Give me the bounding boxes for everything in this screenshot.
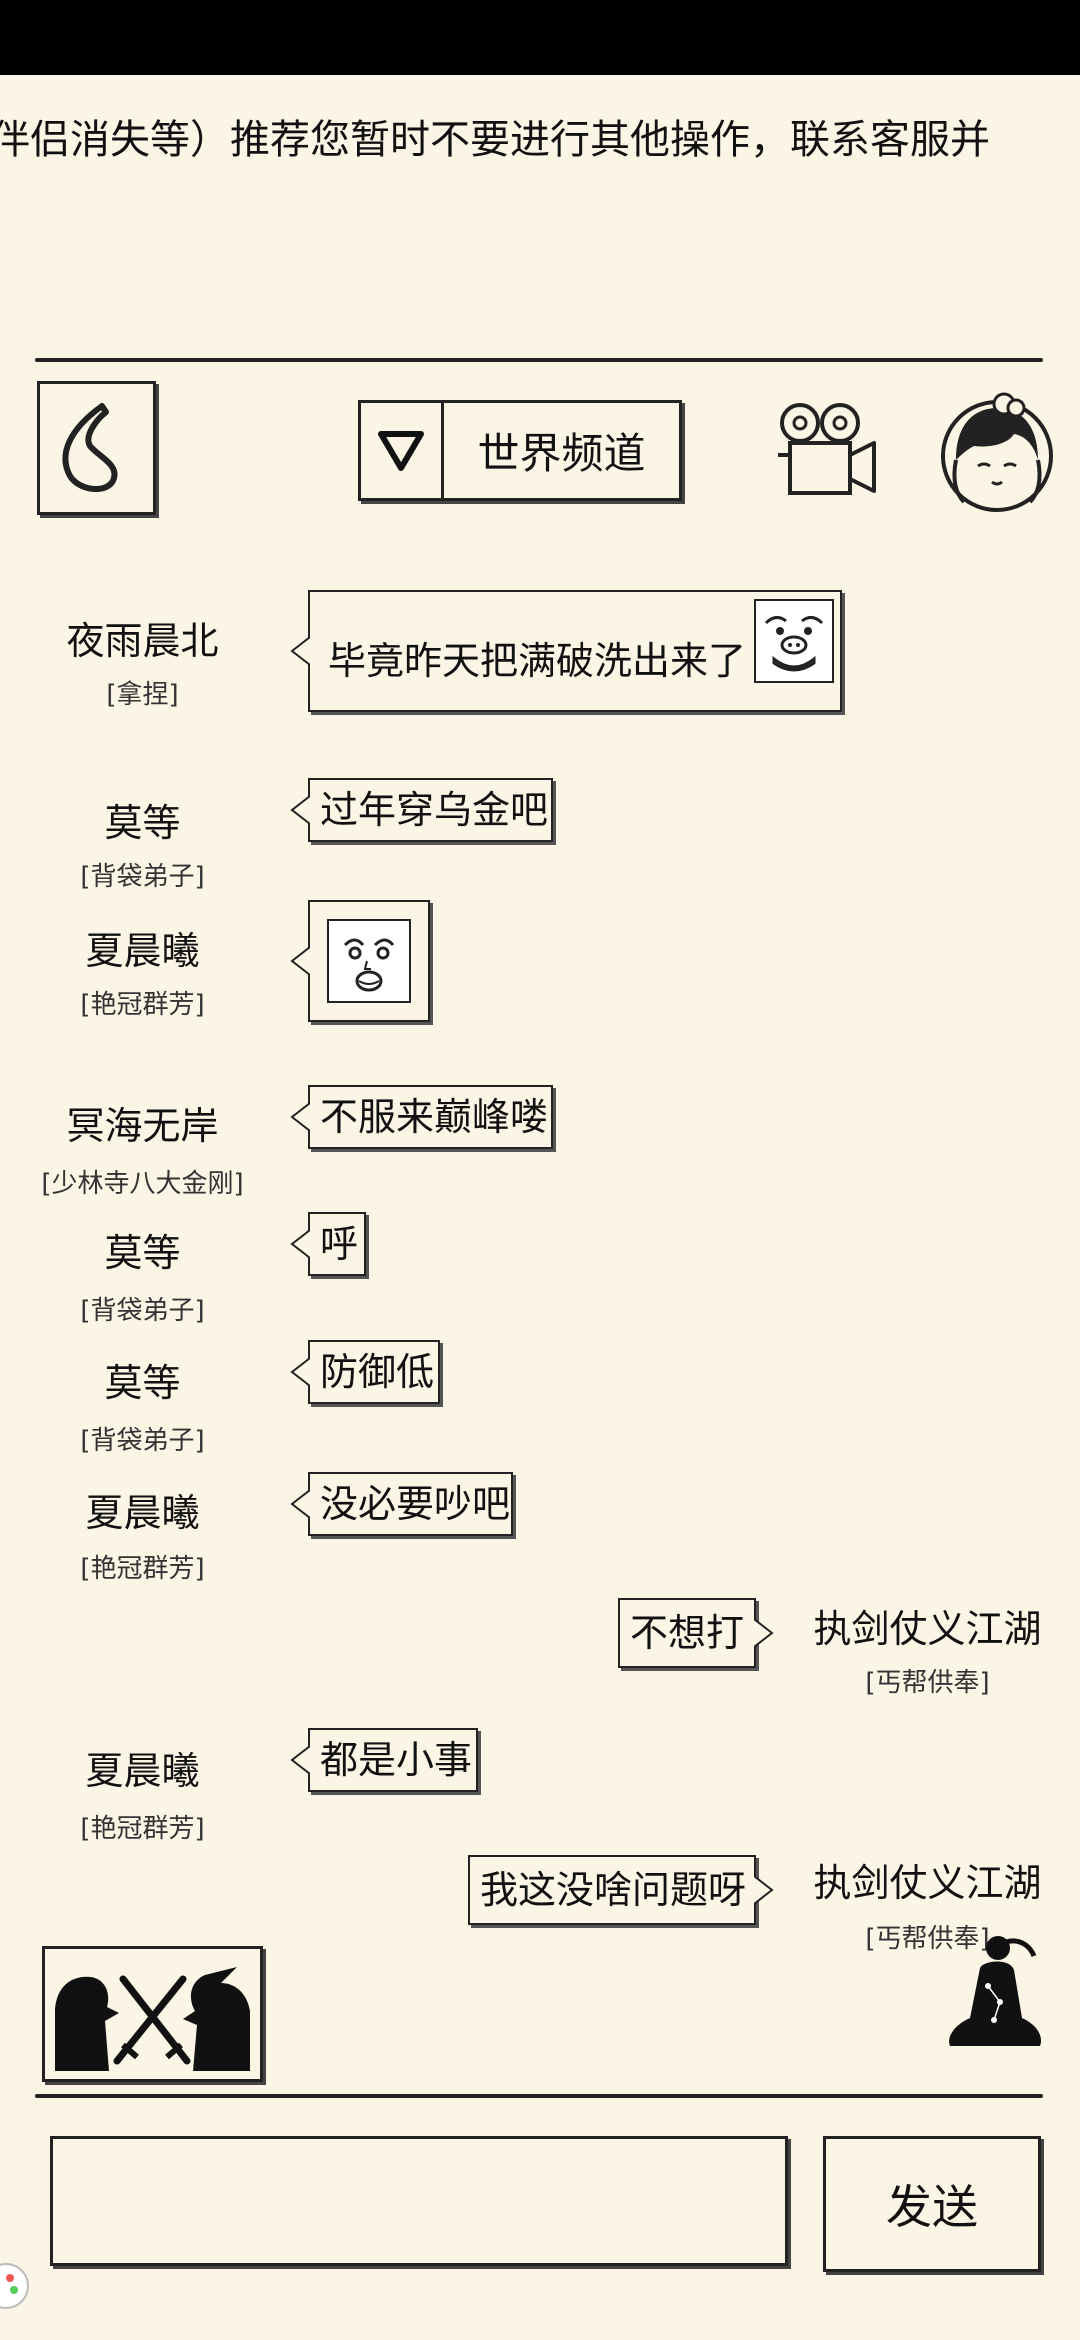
sender-name[interactable]: 夜雨晨北 [66,619,219,663]
chat-bubble[interactable]: 我这没啥问题呀 [468,1855,774,1925]
user-avatar[interactable] [938,390,1056,518]
status-bar [0,0,1080,75]
sender-name[interactable]: 执剑仗义江湖 [813,1607,1042,1651]
laughing-face-emoji-icon [327,919,411,1003]
sender-title: [背袋弟子] [80,862,205,892]
pig-face-emoji-icon [754,599,835,683]
chat-bubble[interactable]: 毕竟昨天把满破洗出来了 [290,590,842,712]
bubble-tail [290,1229,310,1259]
message-text: 毕竟昨天把满破洗出来了 [328,639,747,683]
chat-bubble[interactable]: 呼 [290,1212,366,1276]
battle-button[interactable] [42,1946,263,2082]
notice-ticker: 伴侣消失等）推荐您暂时不要进行其他操作，联系客服并 [0,100,1080,180]
message-text: 没必要吵吧 [320,1482,511,1526]
sender-title: [丐帮供奉] [865,1668,990,1698]
sender-name[interactable]: 夏晨曦 [85,1491,200,1535]
chat-bubble[interactable]: 过年穿乌金吧 [290,778,553,842]
sender-name[interactable]: 莫等 [104,1361,181,1405]
sender-name[interactable]: 冥海无岸 [66,1104,219,1148]
crossed-swords-duel-icon [55,1967,250,2071]
header-divider [35,358,1043,362]
bubble-tail [290,1745,310,1775]
chat-bubble[interactable] [290,900,430,1022]
bubble-tail [290,1489,310,1519]
sender-title: [背袋弟子] [80,1296,205,1326]
meditate-button[interactable] [940,1928,1050,2056]
message-text: 都是小事 [320,1738,473,1782]
sender-title: [少林寺八大金刚] [41,1169,244,1199]
bubble-tail [290,1357,310,1387]
sender-name[interactable]: 莫等 [104,1231,181,1275]
back-arrow-icon [62,403,118,493]
girl-avatar-icon [941,392,1053,512]
bubble-tail [754,1618,774,1648]
sender-title: [丐帮供奉] [865,1924,990,1954]
sender-name[interactable]: 执剑仗义江湖 [813,1861,1042,1905]
message-text: 不想打 [630,1611,745,1655]
chat-bubble[interactable]: 防御低 [290,1340,440,1404]
sender-name[interactable]: 莫等 [104,801,181,845]
message-text: 防御低 [320,1350,435,1394]
bubble-tail [754,1875,774,1905]
meditating-monk-icon [949,1936,1042,2046]
bubble-tail [290,1102,310,1132]
floating-assistant-icon[interactable] [0,2260,32,2312]
channel-selector[interactable]: 世界频道 [358,400,682,501]
footer-divider [35,2094,1043,2098]
sender-name[interactable]: 夏晨曦 [85,1749,200,1793]
back-button[interactable] [37,381,156,515]
chat-bubble[interactable]: 都是小事 [290,1728,478,1792]
bubble-tail [290,636,310,666]
chat-input[interactable] [50,2136,788,2266]
chat-bubble[interactable]: 不服来巅峰喽 [290,1085,553,1149]
bubble-tail [290,946,310,976]
channel-label: 世界频道 [477,429,646,478]
message-text: 不服来巅峰喽 [320,1095,549,1139]
dropdown-toggle[interactable] [361,403,444,498]
sender-title: [拿捏] [106,680,179,710]
movie-camera-icon [778,403,876,495]
video-button[interactable] [770,395,882,507]
bubble-tail [290,795,310,825]
sender-title: [艳冠群芳] [80,990,205,1020]
chat-bubble[interactable]: 不想打 [618,1598,774,1668]
message-text: 我这没啥问题呀 [480,1868,747,1912]
sender-title: [艳冠群芳] [80,1554,205,1584]
triangle-down-icon [378,430,424,471]
message-text: 呼 [320,1222,359,1266]
message-text: 过年穿乌金吧 [320,788,549,832]
notice-text: 伴侣消失等）推荐您暂时不要进行其他操作，联系客服并 [0,117,990,163]
sender-title: [艳冠群芳] [80,1814,205,1844]
sender-title: [背袋弟子] [80,1426,205,1456]
sender-name[interactable]: 夏晨曦 [85,929,200,973]
chat-bubble[interactable]: 没必要吵吧 [290,1472,513,1536]
send-button[interactable]: 发送 [823,2136,1041,2272]
